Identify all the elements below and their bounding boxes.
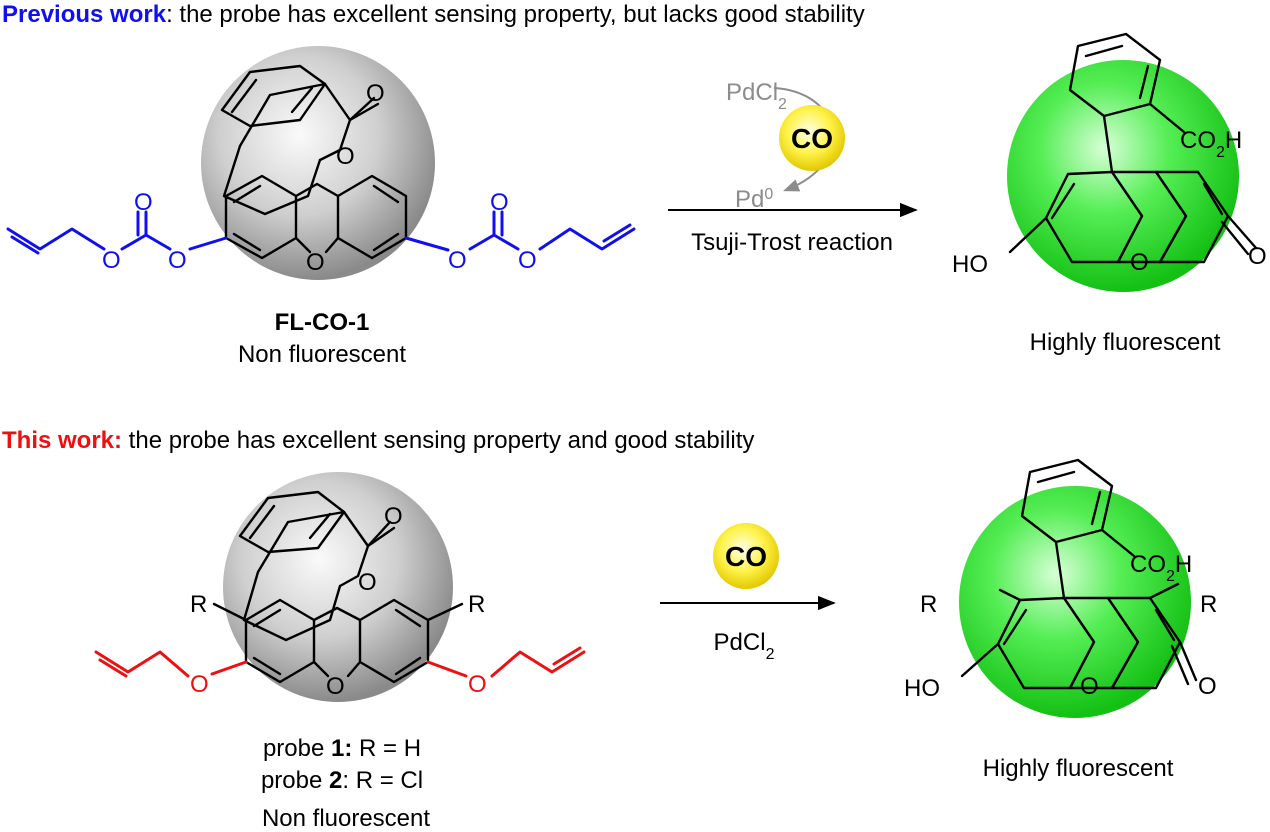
tsuji-trost-label: Tsuji-Trost reaction bbox=[691, 229, 893, 256]
co-sphere-bottom bbox=[713, 523, 779, 589]
carbonate-oxygen-right-3: O bbox=[490, 189, 509, 216]
lactone-ring-oxygen-bottom: O bbox=[358, 569, 377, 596]
xanthene-oxygen-product-bottom: O bbox=[1080, 673, 1099, 700]
previous-work-heading: Previous work: the probe has excellent s… bbox=[2, 1, 865, 28]
this-work-description: the probe has excellent sensing property… bbox=[122, 427, 754, 454]
top-reaction-arrow-group: PdCl2 CO Pd0 Tsuji-Trost reaction bbox=[668, 79, 918, 256]
carbonyl-oxygen-top: O bbox=[366, 80, 385, 107]
hydroxy-top: HO bbox=[952, 251, 988, 278]
green-sphere-bottom bbox=[959, 486, 1191, 718]
carbonate-oxygen-right-1: O bbox=[448, 247, 467, 274]
co-reagent-top: CO bbox=[791, 123, 833, 154]
co-sphere-top bbox=[779, 105, 845, 171]
co2h-bottom: CO2H bbox=[1130, 551, 1192, 585]
probe-structure: R R O O O O O bbox=[94, 472, 586, 702]
r-product-right: R bbox=[1200, 591, 1217, 618]
gray-sphere-bottom bbox=[223, 472, 453, 702]
ketone-oxygen-top: O bbox=[1248, 243, 1267, 270]
hydroxy-bottom: HO bbox=[904, 675, 940, 702]
carbonate-oxygen-left-3: O bbox=[134, 189, 153, 216]
previous-work-description: : the probe has excellent sensing proper… bbox=[166, 1, 865, 28]
carbonate-oxygen-left-1: O bbox=[102, 247, 121, 274]
ether-oxygen-right: O bbox=[468, 671, 487, 698]
pdcl2-catalyst-bottom: PdCl2 bbox=[714, 629, 775, 663]
fluorescein-product-bottom: CO2H R R HO O O bbox=[904, 458, 1217, 718]
fluorescein-product-top: CO2H HO O O bbox=[952, 32, 1267, 292]
r-substituent-right: R bbox=[468, 591, 485, 618]
this-work-label: This work: bbox=[2, 427, 122, 454]
ether-oxygen-left: O bbox=[190, 671, 209, 698]
xanthene-oxygen-product-top: O bbox=[1130, 249, 1149, 276]
xanthene-oxygen-top: O bbox=[306, 249, 325, 276]
co-reagent-bottom: CO bbox=[725, 541, 767, 572]
this-work-heading: This work: the probe has excellent sensi… bbox=[2, 427, 754, 454]
bottom-reaction-arrow-group: CO PdCl2 bbox=[660, 523, 836, 663]
r-substituent-left: R bbox=[190, 591, 207, 618]
carbonyl-oxygen-bottom: O bbox=[384, 503, 403, 530]
ketone-oxygen-bottom: O bbox=[1198, 673, 1217, 700]
probe-state: Non fluorescent bbox=[262, 805, 430, 832]
fl-co-1-structure: O O O O O O O O O bbox=[6, 46, 636, 280]
r-product-left: R bbox=[920, 591, 937, 618]
pdcl2-catalyst-top: PdCl2 bbox=[726, 79, 787, 113]
fl-co-1-name: FL-CO-1 bbox=[275, 309, 370, 336]
pd0-top: Pd0 bbox=[735, 186, 773, 214]
fl-co-1-state: Non fluorescent bbox=[238, 341, 406, 368]
co2h-top: CO2H bbox=[1180, 127, 1242, 161]
xanthene-oxygen-bottom: O bbox=[326, 673, 345, 700]
carbonate-oxygen-right-2: O bbox=[518, 247, 537, 274]
product-state-bottom: Highly fluorescent bbox=[983, 755, 1174, 782]
lactone-ring-oxygen-top: O bbox=[336, 143, 355, 170]
previous-work-label: Previous work bbox=[2, 1, 167, 28]
carbonate-oxygen-left-2: O bbox=[168, 247, 187, 274]
green-sphere-top bbox=[1007, 60, 1239, 292]
probe-2-label: probe 2: R = Cl bbox=[261, 767, 423, 794]
probe-1-label: probe 1: R = H bbox=[263, 735, 421, 762]
product-state-top: Highly fluorescent bbox=[1030, 329, 1221, 356]
